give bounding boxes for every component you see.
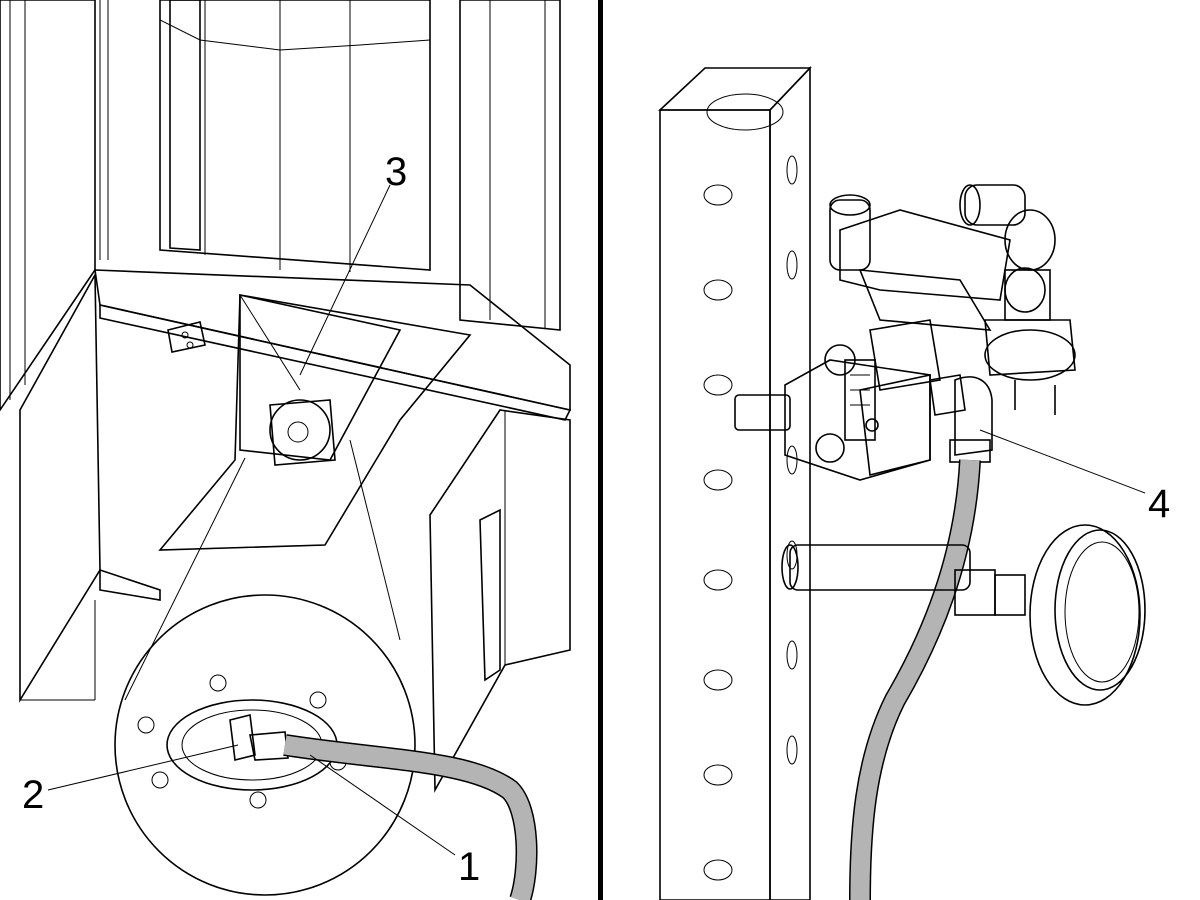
left-panel-assembly: 3 2 1 [0,0,572,900]
elbow-fitting-right [929,374,993,463]
hopper-frame [94,269,572,551]
callout-1: 1 [458,845,480,889]
upper-housing [0,0,561,412]
solenoid-manifold [734,184,1076,431]
right-panel-assembly: 4 [657,66,1170,900]
pressure-gauge [781,524,1146,706]
bracket [167,321,206,353]
callout-3: 3 [385,150,407,194]
callout-4: 4 [1148,482,1170,526]
leader-lines-left [47,184,456,856]
callout-2: 2 [22,773,44,817]
support-column [657,66,812,900]
leader-line-4 [979,429,1146,494]
column-holes [703,155,798,881]
side-panels [19,272,571,793]
detail-magnifier [114,439,538,900]
valve-body [784,359,931,481]
panel-divider [598,0,603,900]
